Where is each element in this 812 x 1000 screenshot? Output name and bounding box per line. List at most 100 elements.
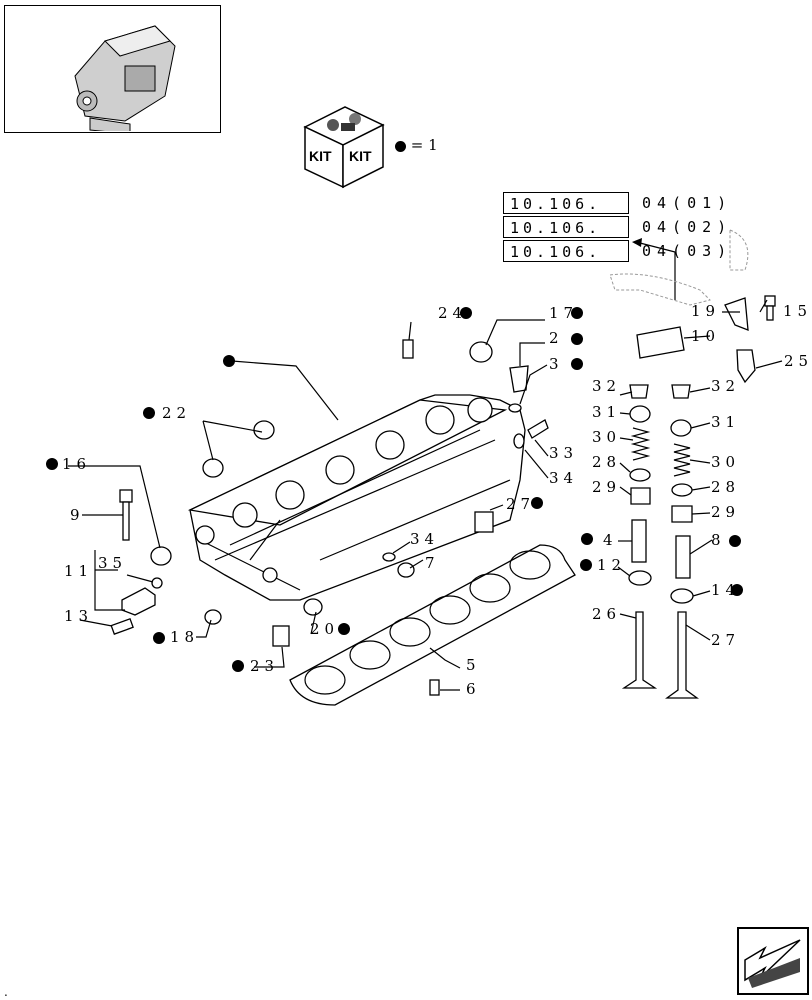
callout-29-right[interactable]: 29 bbox=[711, 503, 740, 521]
callout-2[interactable]: 2 bbox=[549, 329, 564, 347]
callout-29-left[interactable]: 29 bbox=[592, 478, 621, 496]
callout-24[interactable]: 24 bbox=[438, 304, 467, 322]
part-26-valve[interactable] bbox=[621, 611, 658, 689]
kit-legend-text: = 1 bbox=[410, 136, 438, 154]
kit-label-right: KIT bbox=[349, 148, 372, 164]
kit-bullet-icon bbox=[395, 140, 406, 152]
reference-box-3[interactable]: 10.106. bbox=[503, 240, 629, 262]
callout-28-right[interactable]: 28 bbox=[711, 478, 740, 496]
callout-35[interactable]: 35 bbox=[98, 554, 127, 572]
part-9-bolt[interactable] bbox=[119, 489, 133, 541]
callout-31-left[interactable]: 31 bbox=[592, 403, 621, 421]
callout-32-right[interactable]: 32 bbox=[711, 377, 740, 395]
reference-arrowhead bbox=[632, 238, 642, 247]
callout-15[interactable]: 15 bbox=[783, 302, 812, 320]
callout-20[interactable]: 20 bbox=[310, 620, 339, 638]
part-28-seat-left[interactable] bbox=[629, 468, 651, 482]
part-28-seat-right[interactable] bbox=[671, 483, 693, 497]
part-10-bridge[interactable] bbox=[636, 326, 685, 359]
callout-4[interactable]: 4 bbox=[603, 531, 618, 549]
part-11-bracket[interactable] bbox=[121, 587, 156, 616]
part-13-screw[interactable] bbox=[110, 617, 134, 635]
part-8-guide[interactable] bbox=[675, 535, 691, 579]
part-22-plugs[interactable] bbox=[202, 420, 275, 478]
callout-22[interactable]: 22 bbox=[162, 404, 191, 422]
rocker-arm-ghost bbox=[609, 273, 711, 306]
head-gasket[interactable] bbox=[289, 544, 576, 706]
callout-32-left[interactable]: 32 bbox=[592, 377, 621, 395]
part-20-plug[interactable] bbox=[303, 598, 323, 616]
part-32-keeper-left[interactable] bbox=[629, 384, 649, 399]
callout-5[interactable]: 5 bbox=[466, 656, 481, 674]
part-17-plug[interactable] bbox=[469, 341, 493, 363]
part-15-bolt[interactable] bbox=[764, 295, 776, 321]
callout-30-left[interactable]: 30 bbox=[592, 428, 621, 446]
callout-25[interactable]: 25 bbox=[784, 352, 812, 370]
part-24-pin[interactable] bbox=[402, 339, 414, 359]
callout-16[interactable]: 16 bbox=[62, 455, 91, 473]
callout-28-left[interactable]: 28 bbox=[592, 453, 621, 471]
callout-31-right[interactable]: 31 bbox=[711, 413, 740, 431]
kit-bullets bbox=[46, 307, 743, 672]
part-14-seat[interactable] bbox=[670, 588, 694, 604]
part-32-keeper-right[interactable] bbox=[671, 384, 691, 399]
part-27-valve[interactable] bbox=[665, 611, 699, 699]
callout-11[interactable]: 11 bbox=[64, 562, 93, 580]
part-4-guide[interactable] bbox=[631, 519, 647, 563]
callout-12[interactable]: 12 bbox=[597, 556, 626, 574]
reference-suffix-1: 04(01) bbox=[642, 194, 733, 212]
callout-34-b[interactable]: 34 bbox=[549, 469, 578, 487]
callout-18[interactable]: 18 bbox=[170, 628, 199, 646]
part-31-retainer-right[interactable] bbox=[670, 419, 692, 437]
callout-10[interactable]: 10 bbox=[691, 327, 720, 345]
kit-box-icon: KIT KIT bbox=[303, 103, 385, 189]
part-2-injector-sleeve[interactable] bbox=[509, 365, 529, 393]
callout-6[interactable]: 6 bbox=[466, 680, 481, 698]
kit-legend: = 1 bbox=[395, 136, 438, 154]
next-page-arrow-icon[interactable] bbox=[737, 927, 809, 995]
part-29-seal-right[interactable] bbox=[671, 505, 693, 523]
callout-26[interactable]: 26 bbox=[592, 605, 621, 623]
part-12-seat[interactable] bbox=[628, 570, 652, 586]
part-33-fitting[interactable] bbox=[527, 419, 549, 439]
rocker-ghost-2 bbox=[729, 229, 749, 271]
part-35-oring[interactable] bbox=[151, 577, 163, 589]
callout-8[interactable]: 8 bbox=[711, 531, 726, 549]
part-27-sleeve[interactable] bbox=[474, 511, 494, 533]
reference-box-1[interactable]: 10.106. bbox=[503, 192, 629, 214]
part-25-bracket[interactable] bbox=[736, 349, 756, 384]
cylinder-head[interactable] bbox=[187, 394, 526, 601]
callout-33[interactable]: 33 bbox=[549, 444, 578, 462]
callout-34-a[interactable]: 34 bbox=[410, 530, 439, 548]
reference-arrow bbox=[639, 242, 676, 253]
part-19-rocker[interactable] bbox=[724, 297, 749, 331]
callout-23[interactable]: 23 bbox=[250, 657, 279, 675]
callout-27-b[interactable]: 27 bbox=[711, 631, 740, 649]
part-23-sleeve[interactable] bbox=[272, 625, 290, 647]
part-31-retainer-left[interactable] bbox=[629, 405, 651, 423]
callout-13[interactable]: 13 bbox=[64, 607, 93, 625]
callout-7[interactable]: 7 bbox=[425, 554, 440, 572]
part-30-spring-right[interactable] bbox=[673, 443, 691, 477]
reference-suffix-3: 04(03) bbox=[642, 242, 733, 260]
part-7-plug[interactable] bbox=[397, 562, 415, 578]
callout-3[interactable]: 3 bbox=[549, 355, 564, 373]
part-29-seal-left[interactable] bbox=[630, 487, 651, 505]
engine-thumbnail bbox=[4, 5, 221, 135]
reference-box-2[interactable]: 10.106. bbox=[503, 216, 629, 238]
leader-lines bbox=[68, 299, 783, 691]
part-3-oring[interactable] bbox=[508, 403, 522, 413]
callout-14[interactable]: 14 bbox=[711, 581, 740, 599]
part-30-spring-left[interactable] bbox=[630, 427, 651, 461]
callout-30-right[interactable]: 30 bbox=[711, 453, 740, 471]
part-34-oring-b[interactable] bbox=[513, 433, 525, 449]
callout-9[interactable]: 9 bbox=[70, 506, 85, 524]
part-18-plug[interactable] bbox=[204, 609, 222, 625]
part-16-plug[interactable] bbox=[150, 546, 172, 566]
callout-19[interactable]: 19 bbox=[691, 302, 720, 320]
callout-17[interactable]: 17 bbox=[549, 304, 578, 322]
part-34-oring-a[interactable] bbox=[382, 552, 396, 562]
part-6-pin[interactable] bbox=[429, 679, 440, 696]
callout-27-a[interactable]: 27 bbox=[506, 495, 535, 513]
